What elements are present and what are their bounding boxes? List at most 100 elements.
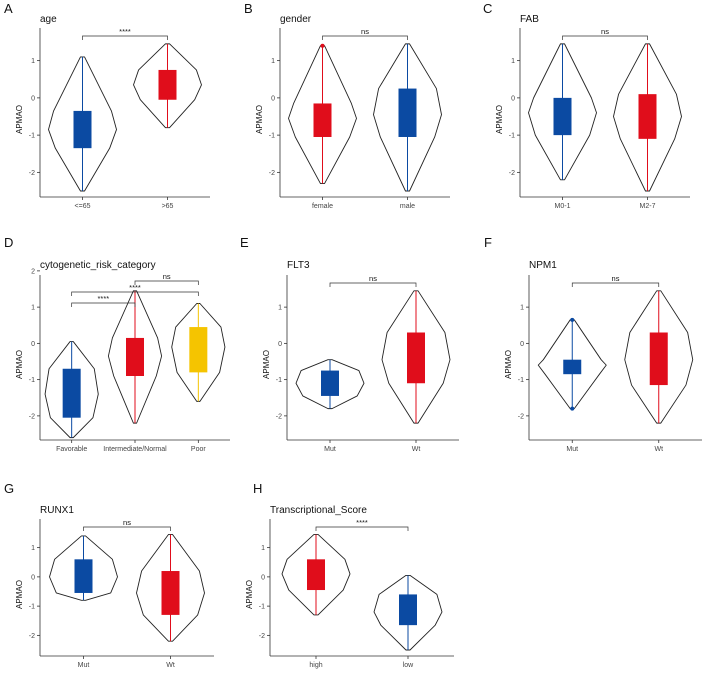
significance-bracket [315, 526, 409, 531]
box-wt [407, 332, 425, 384]
panel-title: FLT3 [287, 260, 310, 271]
x-tick-label: Mut [324, 446, 336, 453]
box-high [307, 559, 325, 591]
x-tick-label: Favorable [56, 446, 87, 453]
y-tick-label: -2 [518, 413, 524, 420]
significance-bracket [562, 35, 648, 40]
y-tick-label: 0 [31, 341, 35, 348]
panel-label: G [4, 481, 14, 496]
significance-label: ns [369, 274, 377, 283]
panel-label: H [253, 481, 262, 496]
box-favorable [62, 368, 81, 418]
box-mut [74, 559, 93, 593]
y-tick-label: 0 [31, 574, 35, 581]
panel-title: cytogenetic_risk_category [40, 260, 156, 271]
y-axis-label: APMAO [255, 105, 264, 134]
significance-label: **** [119, 27, 131, 36]
significance-label: **** [129, 283, 141, 292]
y-tick-label: -1 [276, 377, 282, 384]
x-tick-label: low [403, 662, 414, 669]
outlier-point [570, 406, 575, 411]
x-tick-label: <=65 [75, 203, 91, 210]
outlier-point [570, 317, 575, 322]
x-tick-label: Wt [654, 446, 663, 453]
box--65 [73, 110, 92, 149]
y-tick-label: 0 [31, 95, 35, 102]
y-tick-label: -1 [259, 604, 265, 611]
panel-title: RUNX1 [40, 505, 74, 516]
panel-title: Transcriptional_Score [270, 505, 367, 516]
x-tick-label: male [400, 203, 415, 210]
y-tick-label: -1 [29, 377, 35, 384]
significance-label: **** [356, 518, 368, 527]
panel-title: age [40, 14, 57, 25]
y-tick-label: 1 [31, 58, 35, 65]
panel-label: F [484, 235, 492, 250]
box-intermediate-normal [126, 337, 144, 376]
box-male [398, 88, 417, 137]
panel-title: NPM1 [529, 260, 557, 271]
x-tick-label: Poor [191, 446, 206, 453]
panel-label: C [483, 1, 492, 16]
significance-label: ns [612, 274, 620, 283]
y-tick-label: 1 [511, 58, 515, 65]
y-tick-label: -1 [509, 133, 515, 140]
violin-outline [373, 574, 443, 651]
y-tick-label: 0 [520, 341, 524, 348]
x-tick-label: Wt [412, 446, 421, 453]
y-tick-label: 1 [261, 545, 265, 552]
significance-bracket [322, 35, 408, 40]
significance-bracket [329, 282, 417, 287]
y-tick-label: -1 [29, 604, 35, 611]
significance-label: ns [601, 27, 609, 36]
box-mut [321, 370, 339, 396]
y-tick-label: -2 [269, 170, 275, 177]
box-wt [161, 571, 180, 615]
significance-label: ns [361, 27, 369, 36]
y-tick-label: 1 [31, 305, 35, 312]
x-tick-label: M2-7 [640, 203, 656, 210]
significance-label: ns [163, 272, 171, 281]
y-tick-label: 0 [278, 341, 282, 348]
significance-bracket [71, 302, 136, 307]
significance-bracket [71, 291, 199, 296]
x-tick-label: Mut [566, 446, 578, 453]
y-tick-label: -2 [29, 633, 35, 640]
x-tick-label: >65 [162, 203, 174, 210]
panel-title: gender [280, 14, 312, 25]
box-m0-1 [553, 97, 572, 136]
significance-bracket [134, 280, 199, 285]
x-tick-label: female [312, 203, 333, 210]
y-axis-label: APMAO [262, 350, 271, 379]
outlier-point [320, 43, 325, 48]
y-tick-label: -2 [29, 413, 35, 420]
y-tick-label: 1 [31, 545, 35, 552]
box--65 [158, 69, 177, 100]
y-axis-label: APMAO [245, 580, 254, 609]
y-tick-label: 0 [511, 95, 515, 102]
x-tick-label: Wt [166, 662, 175, 669]
significance-bracket [83, 526, 171, 531]
y-tick-label: 1 [520, 305, 524, 312]
y-tick-label: -2 [509, 170, 515, 177]
y-axis-label: APMAO [15, 580, 24, 609]
y-tick-label: -2 [276, 413, 282, 420]
y-tick-label: -2 [259, 633, 265, 640]
y-tick-label: 1 [278, 305, 282, 312]
significance-bracket [571, 282, 660, 287]
y-tick-label: 1 [271, 58, 275, 65]
box-low [399, 594, 417, 626]
x-tick-label: M0-1 [555, 203, 571, 210]
y-tick-label: -1 [29, 133, 35, 140]
panel-title: FAB [520, 14, 539, 25]
box-wt [649, 332, 668, 386]
x-tick-label: high [309, 662, 322, 669]
y-axis-label: APMAO [15, 105, 24, 134]
y-axis-label: APMAO [15, 350, 24, 379]
y-tick-label: 0 [271, 95, 275, 102]
y-tick-label: -2 [29, 170, 35, 177]
box-m2-7 [638, 94, 657, 139]
x-tick-label: Mut [78, 662, 90, 669]
panel-label: A [4, 1, 13, 16]
